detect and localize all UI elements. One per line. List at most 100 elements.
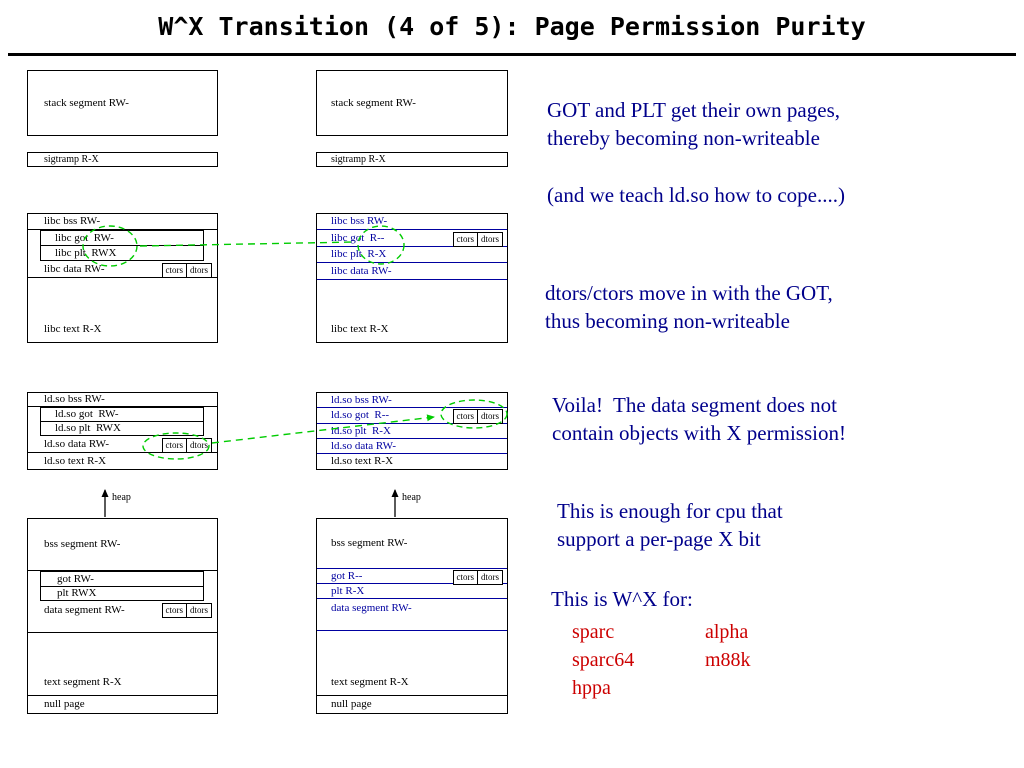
before-exe-data-label: data segment RW-	[44, 604, 125, 616]
before-libc-got-label: libc got RW-	[55, 231, 114, 244]
dtors-box: dtors	[187, 603, 212, 618]
before-stack-label: stack segment RW-	[44, 96, 129, 109]
ctors-box: ctors	[161, 438, 187, 453]
after-ldso-bss-label: ld.so bss RW-	[331, 393, 392, 406]
before-ldso-gotplt-box: ld.so got RW- ld.so plt RWX	[40, 407, 204, 436]
before-sigtramp-row: sigtramp R-X	[28, 153, 217, 166]
before-ldso-bss-label: ld.so bss RW-	[44, 393, 105, 405]
after-libc-bss-row: libc bss RW-	[317, 214, 507, 230]
slide-title: W^X Transition (4 of 5): Page Permission…	[158, 12, 866, 41]
after-libc-text-row: libc text R-X	[317, 280, 507, 342]
after-exe-null-label: null page	[331, 698, 372, 710]
before-stack-box: stack segment RW-	[27, 70, 218, 136]
after-stack-row: stack segment RW-	[317, 71, 507, 135]
after-libc-plt-label: libc plt R-X	[331, 248, 387, 260]
after-sigtramp-row: sigtramp R-X	[317, 153, 507, 166]
after-exe-plt-label: plt R-X	[331, 584, 365, 597]
after-ldso-plt-label: ld.so plt R-X	[331, 424, 391, 437]
note-got-plt-line1: GOT and PLT get their own pages,	[547, 98, 840, 122]
before-sigtramp-box: sigtramp R-X	[27, 152, 218, 167]
note-got-plt-line2: thereby becoming non-writeable	[547, 126, 820, 150]
before-exe-plt-label: plt RWX	[57, 587, 97, 599]
after-libc-got-label: libc got R--	[331, 231, 385, 244]
after-exe-got-label: got R--	[331, 569, 363, 582]
before-sigtramp-label: sigtramp R-X	[44, 153, 99, 165]
after-exe-null-row: null page	[317, 696, 507, 713]
after-libc-text-label: libc text R-X	[331, 323, 389, 335]
after-exe-data-row: data segment RW-	[317, 599, 507, 631]
arch-sparc: sparc	[572, 621, 615, 643]
before-exe-plt-row: plt RWX	[41, 587, 203, 600]
note-voila-line2: contain objects with X permission!	[552, 421, 846, 445]
note-ldso-cope: (and we teach ld.so how to cope....)	[547, 183, 845, 207]
before-stack-row: stack segment RW-	[28, 71, 217, 135]
before-libc-gotplt-box: libc got RW- libc plt RWX	[40, 230, 204, 261]
before-ldso-data-row: ld.so data RW-	[28, 436, 217, 453]
dtors-box: dtors	[187, 438, 212, 453]
after-libc-data-label: libc data RW-	[331, 264, 392, 277]
after-libc-bss-label: libc bss RW-	[331, 215, 388, 227]
dtors-box: dtors	[478, 570, 503, 585]
after-ldso-bss-row: ld.so bss RW-	[317, 393, 507, 408]
after-ldso-data-row: ld.so data RW-	[317, 439, 507, 454]
before-ldso-text-row: ld.so text R-X	[28, 453, 217, 469]
after-exe-data-label: data segment RW-	[331, 602, 412, 614]
after-exe-plt-row: plt R-X	[317, 584, 507, 599]
after-heap-label: heap	[402, 492, 421, 503]
ctors-box: ctors	[161, 603, 187, 618]
after-sigtramp-box: sigtramp R-X	[316, 152, 508, 167]
after-ldso-text-row: ld.so text R-X	[317, 454, 507, 469]
ctors-box: ctors	[452, 570, 478, 585]
before-ldso-text-label: ld.so text R-X	[44, 454, 107, 467]
before-exe-box: bss segment RW- got RW- plt RWX data seg…	[27, 518, 218, 714]
ctors-box: ctors	[452, 409, 478, 424]
before-libc-bss-label: libc bss RW-	[44, 215, 101, 227]
after-libc-data-row: libc data RW-	[317, 263, 507, 280]
after-stack-label: stack segment RW-	[331, 96, 416, 109]
note-cpu-line2: support a per-page X bit	[557, 527, 761, 551]
after-exe-got-row: got R--	[317, 569, 507, 584]
before-libc-bss-row: libc bss RW-	[28, 214, 217, 230]
before-exe-bss-label: bss segment RW-	[44, 538, 121, 550]
after-exe-bss-row: bss segment RW-	[317, 519, 507, 569]
before-libc-box: libc bss RW- libc got RW- libc plt RWX l…	[27, 213, 218, 343]
before-exe-bss-row: bss segment RW-	[28, 519, 217, 571]
before-ldso-got-label: ld.so got RW-	[55, 408, 119, 420]
after-exe-bss-label: bss segment RW-	[331, 537, 408, 549]
before-libc-plt-label: libc plt RWX	[55, 246, 117, 259]
title-rule	[8, 53, 1016, 56]
arch-sparc64: sparc64	[572, 649, 635, 671]
before-ldso-plt-label: ld.so plt RWX	[55, 422, 122, 434]
before-ldso-box: ld.so bss RW- ld.so got RW- ld.so plt RW…	[27, 392, 218, 470]
after-sigtramp-label: sigtramp R-X	[331, 153, 386, 165]
before-ldso-plt-row: ld.so plt RWX	[41, 422, 203, 435]
dtors-box: dtors	[478, 232, 503, 247]
before-exe-null-label: null page	[44, 698, 85, 710]
before-ldso-got-row: ld.so got RW-	[41, 408, 203, 422]
before-libc-plt-row: libc plt RWX	[41, 246, 203, 260]
after-ldso-text-label: ld.so text R-X	[331, 455, 394, 467]
after-ldso-plt-row: ld.so plt R-X	[317, 424, 507, 439]
before-exe-null-row: null page	[28, 696, 217, 713]
after-stack-box: stack segment RW-	[316, 70, 508, 136]
dtors-box: dtors	[478, 409, 503, 424]
after-exe-text-label: text segment R-X	[331, 676, 409, 688]
before-exe-got-label: got RW-	[57, 572, 94, 585]
before-exe-got-row: got RW-	[41, 572, 203, 587]
before-exe-gotplt-box: got RW- plt RWX	[40, 571, 204, 601]
after-ldso-got-label: ld.so got R--	[331, 409, 390, 421]
after-exe-text-row: text segment R-X	[317, 631, 507, 696]
before-ldso-bss-row: ld.so bss RW-	[28, 393, 217, 407]
before-libc-data-row: libc data RW-	[28, 261, 217, 278]
arch-alpha: alpha	[705, 621, 749, 643]
after-ldso-data-label: ld.so data RW-	[331, 439, 397, 452]
ctors-box: ctors	[161, 263, 187, 278]
